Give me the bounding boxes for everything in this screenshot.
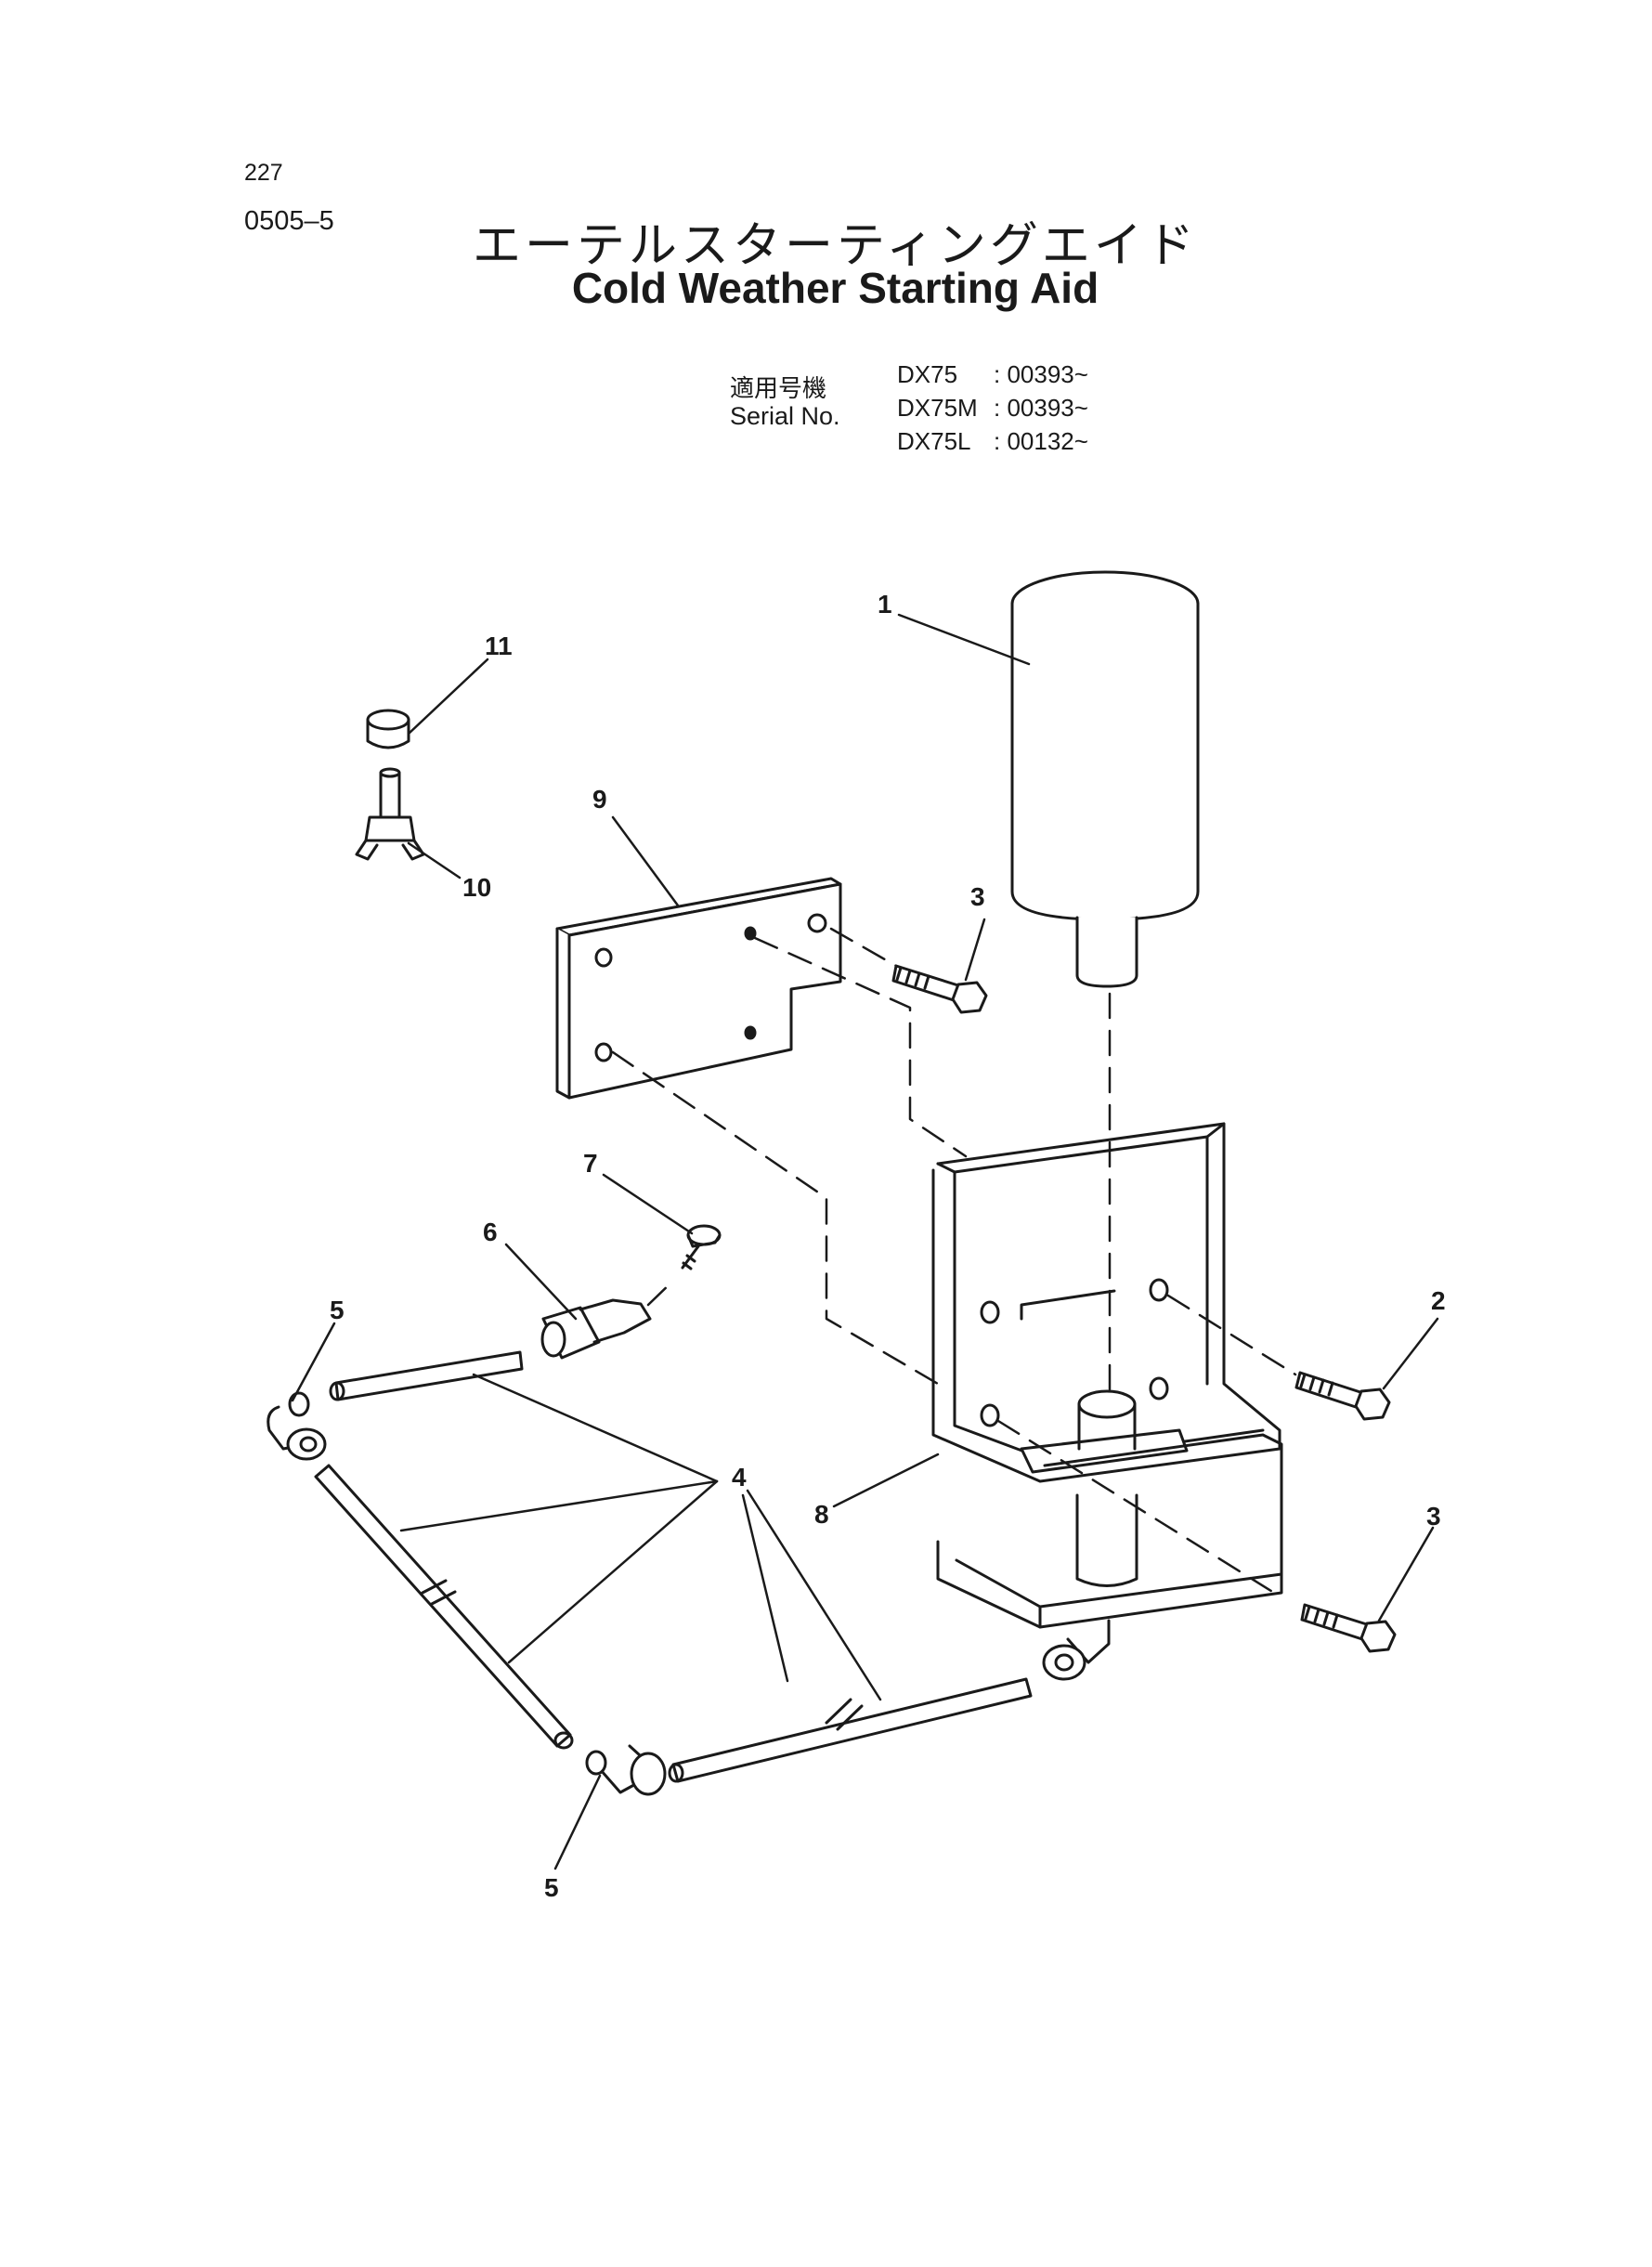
callout-10: 10: [462, 873, 491, 902]
fitting-bracket-bottom: [1042, 1619, 1111, 1681]
part-11-cap: [366, 709, 410, 749]
part-10-nozzle: [355, 767, 425, 861]
part-4-pipes: [314, 1350, 1033, 1783]
serial-range: : 00393~: [994, 360, 1088, 388]
part-5-elbow-lower: [585, 1744, 667, 1796]
serial-row-dx75m: DX75M : 00393~: [897, 391, 1088, 424]
part-7-screw: [681, 1224, 722, 1270]
page-number: 227: [244, 160, 283, 186]
callout-1: 1: [878, 590, 892, 619]
part-8-bracket: [931, 1122, 1283, 1629]
serial-range: : 00393~: [994, 394, 1088, 422]
callout-3-upper: 3: [970, 882, 985, 911]
callout-6: 6: [483, 1218, 498, 1246]
callout-8: 8: [814, 1500, 829, 1529]
model-name: DX75: [897, 360, 958, 388]
serial-range: : 00132~: [994, 427, 1088, 455]
callout-11: 11: [485, 632, 513, 660]
part-9-mounting-plate: [555, 877, 842, 1100]
assembly-lines: [611, 927, 1297, 1599]
model-name: DX75L: [897, 427, 971, 455]
model-name: DX75M: [897, 394, 978, 422]
serial-label: Serial No.: [730, 402, 840, 430]
page-title: Cold Weather Starting Aid: [571, 264, 1099, 312]
serial-row-dx75: DX75 : 00393~: [897, 358, 1088, 391]
part-3-bolt-lower: [1300, 1603, 1397, 1653]
catalog-number: 0505–5: [244, 206, 334, 236]
serial-label-japanese: 適用号機: [730, 375, 827, 403]
callout-5-lower: 5: [544, 1873, 559, 1902]
callout-3-lower: 3: [1426, 1502, 1441, 1531]
callout-4: 4: [732, 1463, 747, 1492]
part-5-elbow-upper: [267, 1391, 327, 1461]
part-2-bolt: [1294, 1371, 1391, 1421]
callout-2: 2: [1431, 1286, 1446, 1315]
callout-labels: 1 2 3 3 4 5 5 6 7 8 9 10 11: [330, 590, 1446, 1902]
part-1-ether-cylinder: [1010, 570, 1200, 988]
callout-7: 7: [583, 1149, 598, 1178]
leader-lines: [291, 613, 1439, 1870]
part-6-adapter: [540, 1298, 652, 1360]
serial-row-dx75l: DX75L : 00132~: [897, 424, 1088, 458]
callout-9: 9: [592, 785, 607, 814]
callout-5-upper: 5: [330, 1296, 345, 1324]
part-3-bolt-upper: [891, 964, 988, 1014]
serial-number-list: DX75 : 00393~ DX75M : 00393~ DX75L : 00132~: [897, 358, 1088, 458]
page-title-japanese: エーテルスターティングエイド: [473, 218, 1198, 274]
